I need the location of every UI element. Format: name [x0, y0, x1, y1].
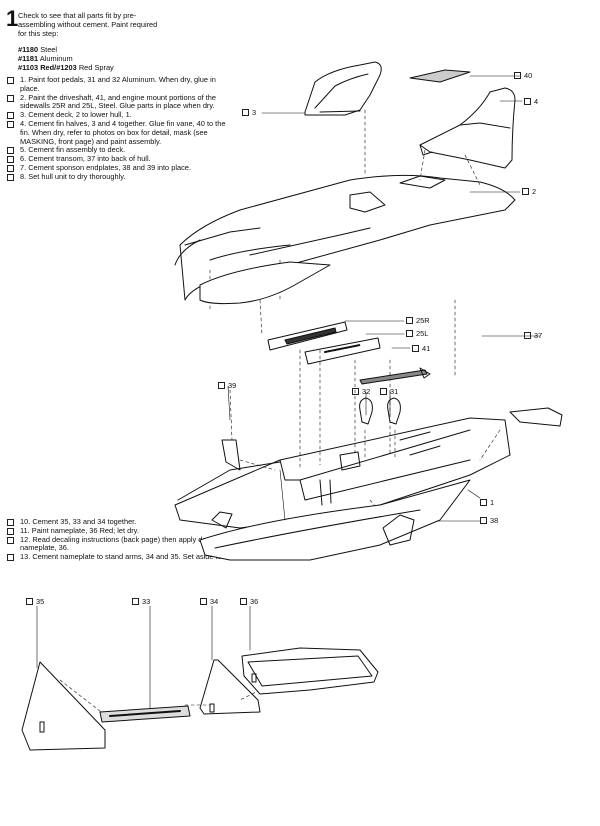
fin-assembly-drawing [304, 61, 516, 169]
instruction-list: 1. Paint foot pedals, 31 and 32 Aluminum… [6, 75, 226, 182]
instruction-item: 10. Cement 35, 33 and 34 together. [6, 517, 236, 527]
paint-item: #1103 Red/#1203 Red Spray [18, 63, 114, 72]
step-number: 1 [6, 6, 19, 31]
deck-part-2 [174, 174, 516, 305]
checkbox[interactable] [7, 77, 14, 84]
part-label-31: 31 [380, 387, 398, 396]
paint-item: #1181 Aluminum [18, 54, 73, 63]
part-label-3: 3 [242, 108, 256, 117]
part-label-37: 37 [524, 331, 542, 340]
checkbox[interactable] [7, 112, 14, 120]
checkbox[interactable] [7, 536, 14, 544]
instruction-item: 6. Cement transom, 37 into back of hull. [6, 154, 226, 164]
sidewall-parts [267, 321, 431, 385]
assembly-guide-lines [59, 109, 501, 716]
checkbox[interactable] [7, 156, 14, 164]
paint-list: #1180 Steel #1181 Aluminum #1103 Red/#12… [18, 45, 114, 72]
instruction-item: 13. Cement nameplate to stand arms, 34 a… [6, 552, 236, 562]
part-label-33: 33 [132, 597, 150, 606]
checkbox[interactable] [7, 554, 14, 562]
leader-lines [36, 75, 541, 716]
paint-item: #1180 Steel [18, 45, 58, 54]
part-label-4: 4 [524, 97, 538, 106]
checkbox[interactable] [7, 94, 14, 102]
intro-line: for this step: [18, 29, 59, 38]
instruction-item: 2. Paint the driveshaft, 41, and engine … [6, 93, 226, 112]
checkbox[interactable] [7, 120, 14, 128]
lower-hull-part-1 [174, 417, 511, 561]
part-label-2: 2 [522, 187, 536, 196]
instruction-item: 7. Cement sponson endplates, 38 and 39 i… [6, 163, 226, 173]
instruction-item: 1. Paint foot pedals, 31 and 32 Aluminum… [6, 75, 226, 94]
checkbox[interactable] [7, 519, 14, 526]
checkbox[interactable] [7, 527, 14, 535]
part-label-25L: 25L [406, 329, 428, 338]
part-label-1: 1 [480, 498, 494, 507]
step-intro: Check to see that all parts fit by pre- … [18, 11, 228, 38]
instruction-item: 8. Set hull unit to dry thoroughly. [6, 172, 226, 182]
part-label-36: 36 [240, 597, 258, 606]
part-label-25R: 25R [406, 316, 430, 325]
instruction-item: 11. Paint nameplate, 36 Red; let dry. [6, 526, 236, 536]
checkbox[interactable] [7, 173, 14, 181]
intro-line: assembling without cement. Paint require… [18, 20, 158, 29]
checkbox[interactable] [7, 147, 14, 155]
part-label-34: 34 [200, 597, 218, 606]
checkbox[interactable] [7, 164, 14, 172]
part-label-32: 32 [352, 387, 370, 396]
foot-pedals [359, 397, 401, 425]
part-label-41: 41 [412, 344, 430, 353]
instruction-item: 5. Cement fin assembly to deck. [6, 146, 226, 155]
part-label-39: 39 [218, 381, 236, 390]
part-label-35: 35 [26, 597, 44, 606]
intro-line: Check to see that all parts fit by pre- [18, 11, 137, 20]
instruction-list-stand: 10. Cement 35, 33 and 34 together. 11. P… [6, 517, 236, 562]
endplates-transom [221, 407, 563, 546]
instruction-item: 3. Cement deck, 2 to lower hull, 1. [6, 110, 226, 120]
part-label-38: 38 [480, 516, 498, 525]
instruction-item: 12. Read decaling instructions (back pag… [6, 535, 236, 554]
display-stand [21, 647, 379, 751]
instruction-item: 4. Cement fin halves, 3 and 4 together. … [6, 119, 226, 146]
part-label-40: 40 [514, 71, 532, 80]
